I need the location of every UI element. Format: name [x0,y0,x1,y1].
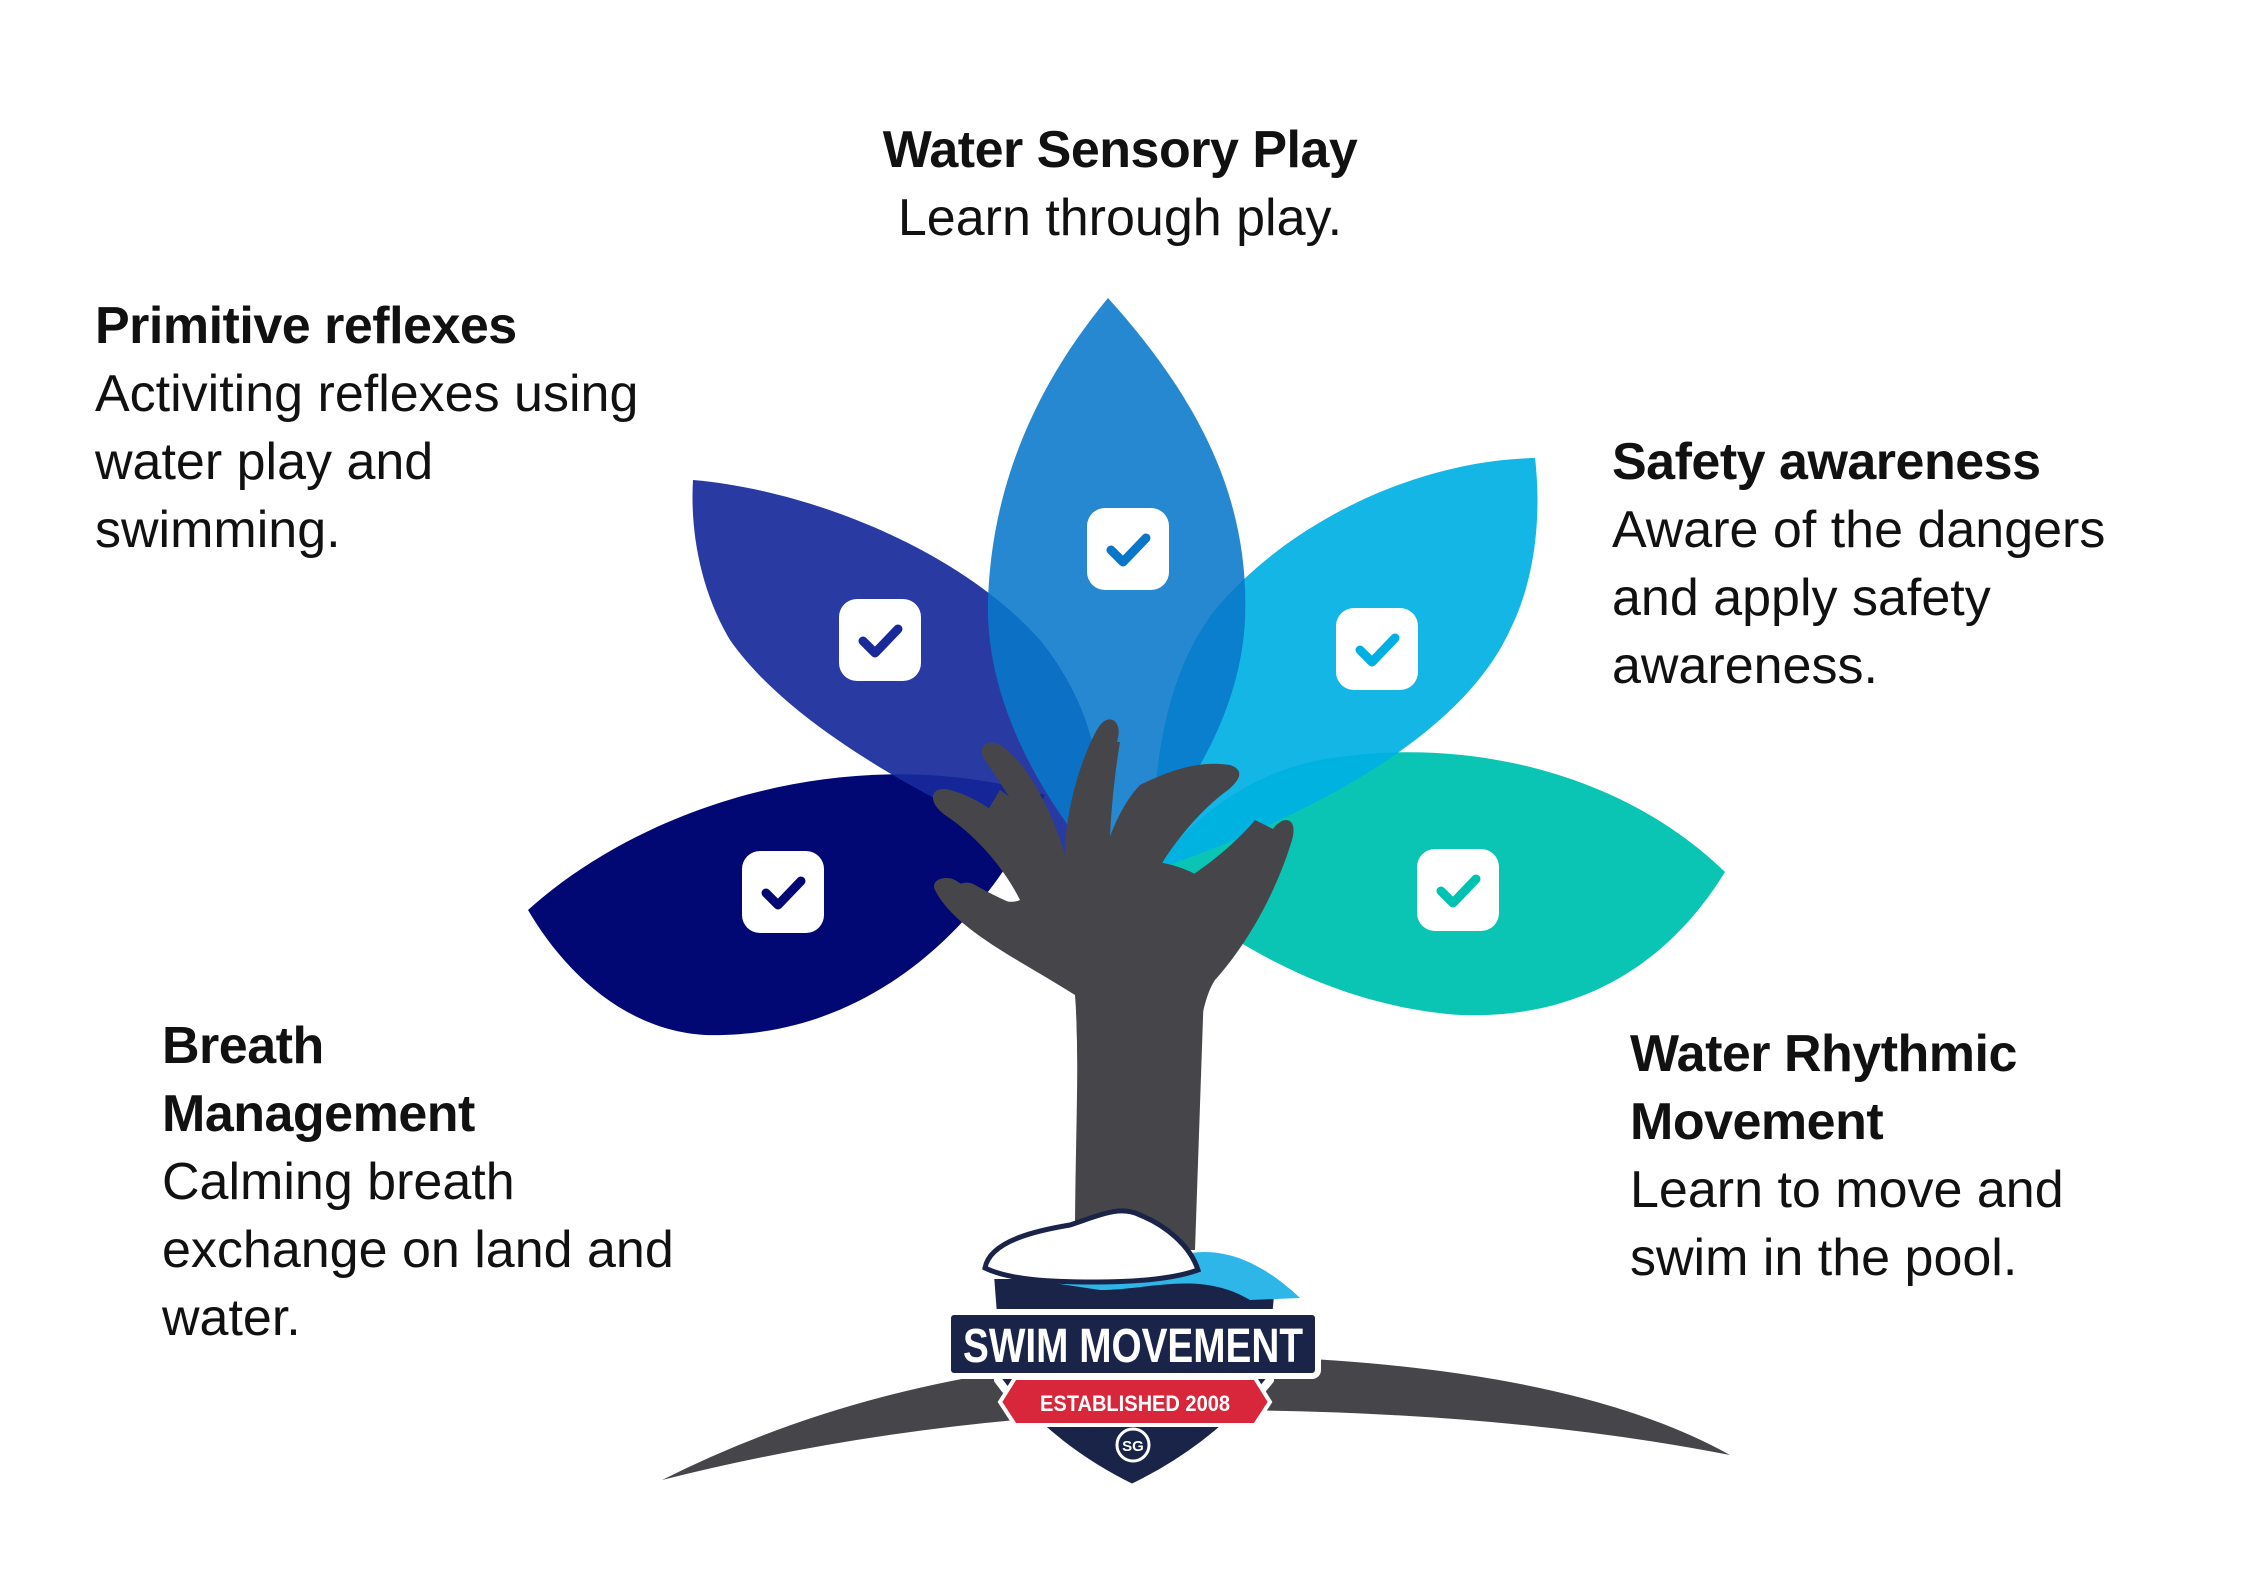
title-water-rhythmic-movement: Movement [1630,1093,1884,1151]
desc-line: Aware of the dangers [1612,501,2106,559]
desc-line: Activiting reflexes using [95,365,639,423]
desc-line: water. [162,1289,301,1347]
check-icon [742,851,824,933]
title-water-rhythmic-movement: Water Rhythmic [1630,1025,2017,1083]
logo-ribbon [997,1376,1273,1427]
label-safety-awareness: Safety awareness Aware of the dangers an… [1612,428,2232,700]
title-primitive-reflexes: Primitive reflexes [95,297,517,355]
desc-line: awareness. [1612,637,1878,695]
label-water-rhythmic-movement: Water Rhythmic Movement Learn to move an… [1630,1020,2190,1292]
title-breath-management: Management [162,1085,475,1143]
ground-arc [662,1355,1730,1480]
desc-line: and apply safety [1612,569,1991,627]
desc-line: Calming breath [162,1153,515,1211]
check-icon [1087,508,1169,590]
desc-line: Learn to move and [1630,1161,2064,1219]
title-safety-awareness: Safety awareness [1612,433,2041,491]
logo-monogram-ring [1115,1427,1151,1463]
logo-monogram: SG [1122,1438,1144,1455]
logo-tagline: ESTABLISHED 2008 [1040,1391,1230,1416]
label-breath-management: Breath Management Calming breath exchang… [162,1012,782,1352]
desc-line: swim in the pool. [1630,1229,2018,1287]
title-breath-management: Breath [162,1017,324,1075]
title-water-sensory-play: Water Sensory Play [882,121,1358,179]
desc-line: Learn through play. [897,189,1343,247]
logo-hand [982,1208,1202,1285]
desc-line: swimming. [95,501,341,559]
swim-movement-logo: SWIM MOVEMENT ESTABLISHED 2008 SG [945,1208,1321,1493]
desc-line: water play and [95,433,434,491]
label-primitive-reflexes: Primitive reflexes Activiting reflexes u… [95,292,715,564]
logo-name: SWIM MOVEMENT [963,1320,1303,1373]
label-water-sensory-play: Water Sensory Play Learn through play. [760,116,1480,252]
check-icon [1417,849,1499,931]
check-icon [1336,608,1418,690]
check-icon [839,599,921,681]
desc-line: exchange on land and [162,1221,674,1279]
hand-fingers [956,740,1285,1250]
